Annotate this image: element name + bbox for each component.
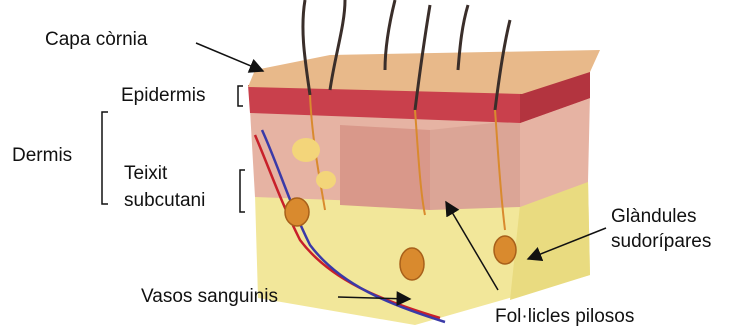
label-vasos-sanguinis: Vasos sanguinis xyxy=(141,286,278,308)
label-glandules-line2: sudorípares xyxy=(611,231,711,253)
label-folicles-pilosos: Fol·licles pilosos xyxy=(495,306,634,328)
label-glandules-line1: Glàndules xyxy=(611,206,697,228)
label-dermis: Dermis xyxy=(12,145,72,167)
label-epidermis: Epidermis xyxy=(121,85,205,107)
label-capa-cornia: Capa còrnia xyxy=(45,29,147,51)
label-teixit-line1: Teixit xyxy=(124,163,167,185)
label-teixit-line2: subcutani xyxy=(124,190,205,212)
